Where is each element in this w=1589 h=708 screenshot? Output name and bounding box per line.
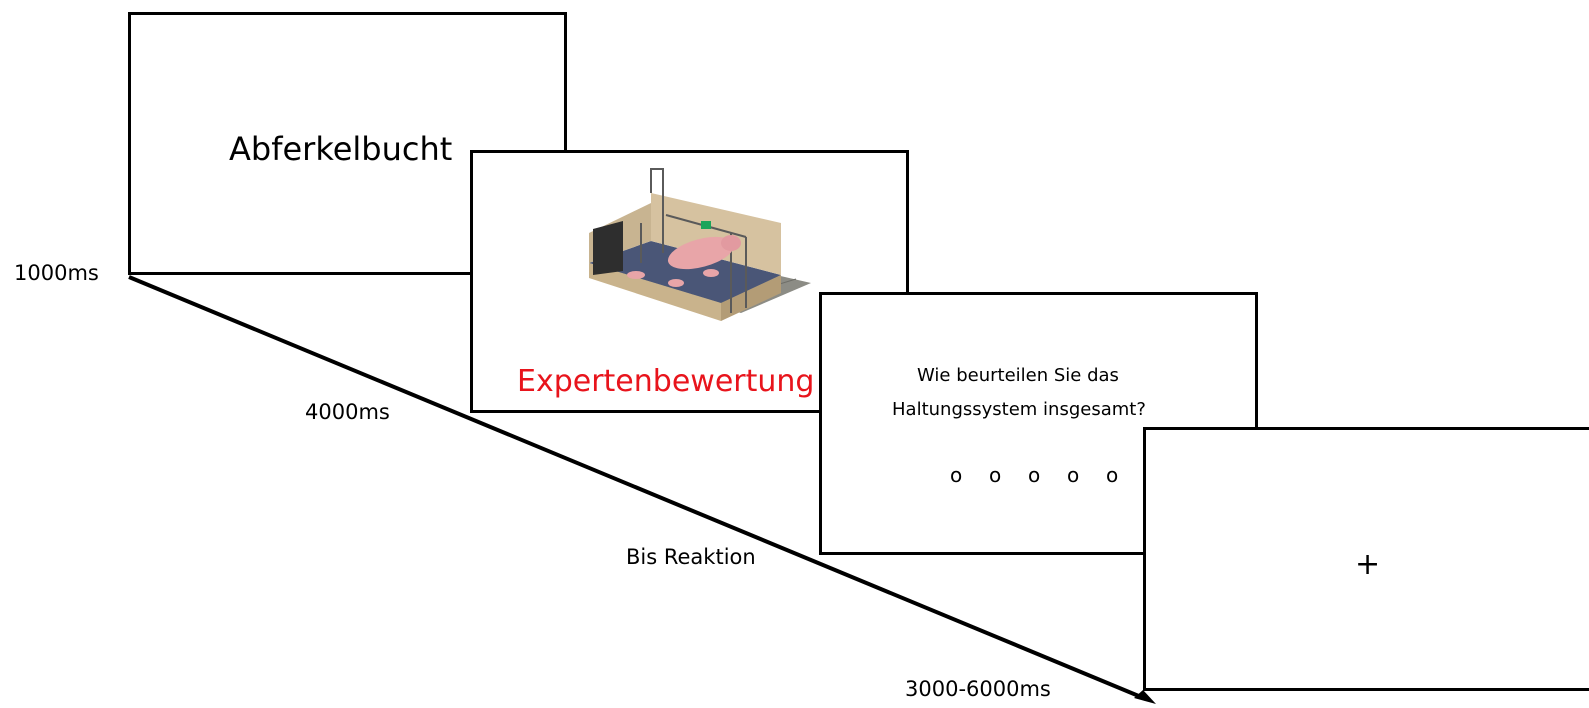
question-line-2: Haltungssystem insgesamt?: [892, 399, 1146, 420]
rating-option-4[interactable]: o: [1067, 463, 1080, 487]
picture-screen: Expertenbewertung: [470, 150, 909, 413]
rating-option-2[interactable]: o: [989, 463, 1002, 487]
rating-option-1[interactable]: o: [950, 463, 963, 487]
fixation-cross: +: [1355, 547, 1381, 582]
time-label-1: 1000ms: [14, 261, 99, 285]
farrowing-pen-image: [589, 168, 811, 321]
rating-option-3[interactable]: o: [1028, 463, 1041, 487]
time-label-4: 3000-6000ms: [905, 677, 1051, 701]
question-line-1: Wie beurteilen Sie das: [917, 365, 1119, 386]
rating-option-5[interactable]: o: [1106, 463, 1119, 487]
time-label-2: 4000ms: [305, 400, 390, 424]
expert-rating-caption: Expertenbewertung: [517, 364, 815, 399]
time-label-3: Bis Reaktion: [626, 545, 756, 569]
word-label: Abferkelbucht: [229, 130, 453, 168]
fixation-screen: +: [1143, 427, 1589, 691]
